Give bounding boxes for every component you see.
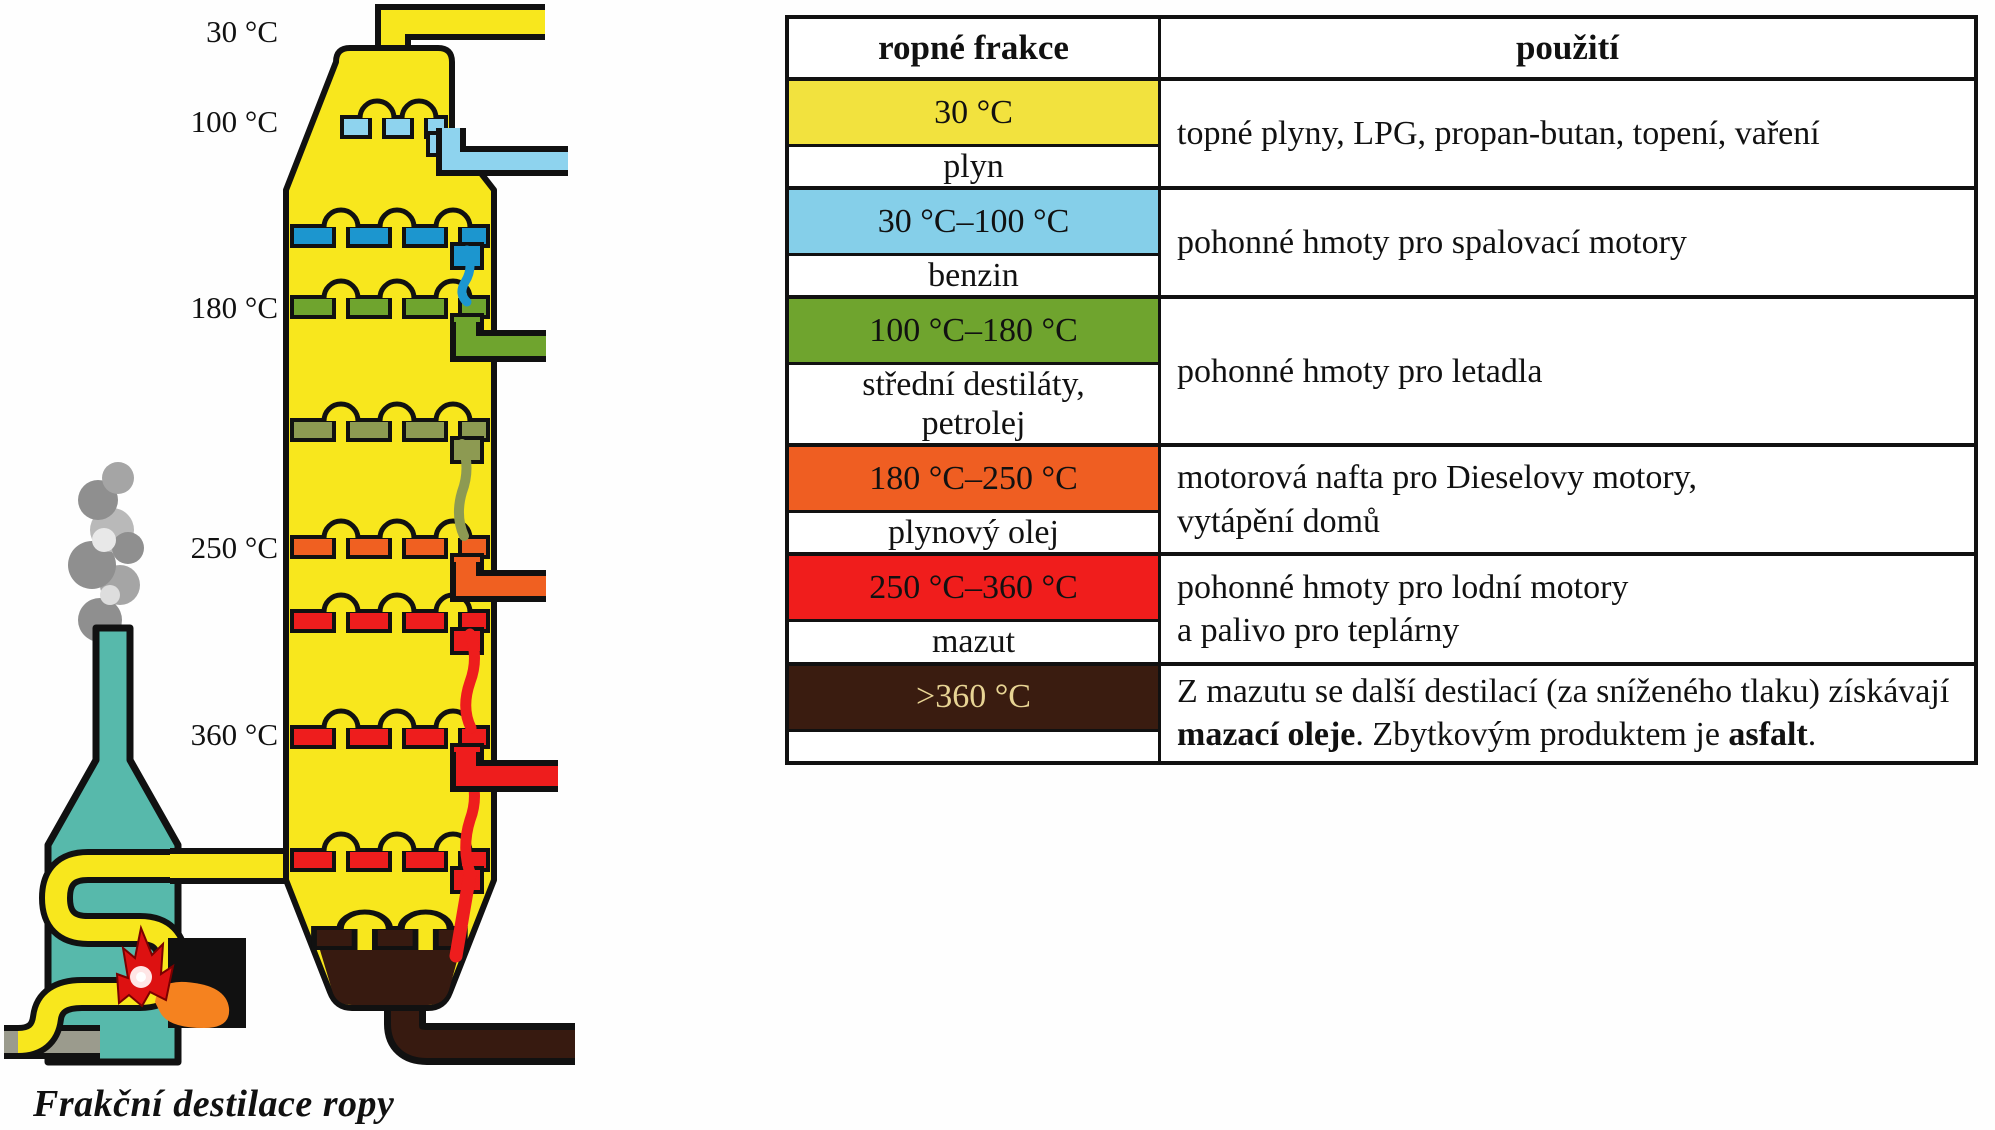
fraction-use: pohonné hmoty pro letadla <box>1158 299 1974 444</box>
fraction-band: >360 °C <box>789 665 1158 732</box>
fraction-band: 250 °C–360 °C <box>789 556 1158 623</box>
fraction-band: 100 °C–180 °C <box>789 299 1158 366</box>
benzin-outlet-pipe <box>436 128 568 176</box>
temp-label-30: 30 °C <box>206 14 278 49</box>
fractions-table: ropné frakce použití 30 °C plyn topné pl… <box>785 15 1978 765</box>
temp-label-250: 250 °C <box>191 530 278 565</box>
residue-outlet-pipe <box>384 980 575 1065</box>
fraction-name: mazut <box>931 623 1016 661</box>
fraction-band: 30 °C–100 °C <box>789 190 1158 257</box>
table-row: 30 °C–100 °C benzin pohonné hmoty pro sp… <box>789 186 1974 296</box>
header-fraction: ropné frakce <box>878 28 1069 67</box>
fraction-name: plynový olej <box>888 514 1059 552</box>
smoke-plume <box>68 462 144 642</box>
temp-label-180: 180 °C <box>191 290 278 325</box>
gasoil-outlet-pipe <box>450 562 546 602</box>
temp-label-360: 360 °C <box>191 717 278 752</box>
diagram-caption: Frakční destilace ropy <box>33 1083 395 1125</box>
fraction-name: plyn <box>943 148 1004 185</box>
residue-pool <box>320 950 460 1005</box>
fraction-use: pohonné hmoty pro lodní motory a palivo … <box>1158 556 1974 662</box>
table-row: 250 °C–360 °C mazut pohonné hmoty pro lo… <box>789 552 1974 662</box>
fraction-band: 30 °C <box>789 81 1158 147</box>
temperature-scale: 30 °C 100 °C 180 °C 250 °C 360 °C <box>191 14 278 752</box>
table-row: 30 °C plyn topné plyny, LPG, propan-buta… <box>789 77 1974 187</box>
fraction-use: motorová nafta pro Dieselovy motory, vyt… <box>1158 447 1974 553</box>
mazut-outlet-pipe <box>450 752 558 792</box>
table-row: 100 °C–180 °C střední destiláty, petrole… <box>789 295 1974 444</box>
header-use: použití <box>1158 19 1974 77</box>
burner-oil-drop <box>155 981 230 1028</box>
table-row: >360 °C Z mazutu se další destilací (za … <box>789 661 1974 761</box>
fraction-use: topné plyny, LPG, propan-butan, topení, … <box>1158 81 1974 187</box>
kerosene-outlet-pipe <box>450 322 546 362</box>
fractional-distillation-diagram: 30 °C 100 °C 180 °C 250 °C 360 °C <box>4 4 575 1066</box>
table-header-row: ropné frakce použití <box>789 19 1974 77</box>
fraction-name: střední destiláty, petrolej <box>862 366 1085 443</box>
fraction-band: 180 °C–250 °C <box>789 447 1158 514</box>
flame-icon <box>115 924 175 1008</box>
fraction-name: benzin <box>928 257 1019 295</box>
residue-use-text: Z mazutu se další destilací (za sníženéh… <box>1177 672 1950 754</box>
temp-label-100: 100 °C <box>191 104 278 139</box>
fraction-name <box>789 732 1158 761</box>
fraction-use: Z mazutu se další destilací (za sníženéh… <box>1158 665 1974 761</box>
table-row: 180 °C–250 °C plynový olej motorová naft… <box>789 443 1974 553</box>
fraction-use: pohonné hmoty pro spalovací motory <box>1158 190 1974 296</box>
